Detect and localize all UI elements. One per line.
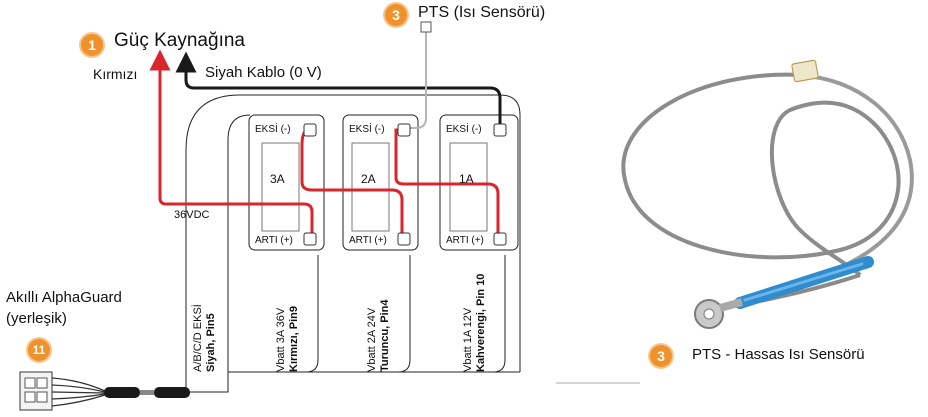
badge-alphaguard: 11 [28,339,50,361]
battery-3a-line2: Kırmızı, Pin9 [288,305,300,372]
battery-1a-pos: ARTI (+) [446,235,484,246]
battery-2a-pos: ARTI (+) [349,235,387,246]
lead-line-2a [397,255,411,373]
lead-line-3a [305,255,319,373]
battery-3a-line1: Vbatt 3A 36V [275,307,287,372]
battery-2a-neg: EKSİ (-) [349,124,385,135]
battery-3a-neg: EKSİ (-) [255,124,291,135]
red-wire-link-1 [300,128,404,237]
battery-3a-wire-label: Vbatt 3A 36V Kırmızı, Pin9 [275,306,301,372]
battery-1a-neg: EKSİ (-) [446,124,482,135]
cable-to-harness [190,371,520,393]
common-negative-label: A/B/C/D EKSİ Siyah, Pin5 [192,304,218,372]
cable-gray [140,390,154,395]
badge-pts-top: 3 [385,4,407,26]
badge-power: 1 [81,34,103,56]
red-wire-label: Kırmızı [93,66,138,82]
battery-2a-line1: Vbatt 2A 24V [366,307,378,372]
battery-2a-line2: Turuncu, Pin4 [379,299,391,372]
harness-outline-inner [227,114,251,372]
black-wire-label: Siyah Kablo (0 V) [205,64,322,81]
terminals [303,123,507,246]
alphaguard-connector [19,371,53,411]
battery-box-2a [342,114,419,251]
battery-1a-line1: Vbatt 1A 12V [462,307,474,372]
black-wire-main [175,51,502,128]
pts-lead [406,30,427,129]
battery-box-3a [248,114,325,251]
lead-line-1a [492,255,506,373]
common-line2: Siyah, Pin5 [205,313,217,372]
pts-bottom-title: PTS - Hassas Isı Sensörü [692,346,865,363]
cable-sleeve-2 [154,387,190,398]
red-wire-main [149,49,314,237]
pts-top-title: PTS (Isı Sensörü) [418,4,546,21]
red-wire-link-2 [394,128,500,237]
alphaguard-line1: Akıllı AlphaGuard [6,289,122,306]
harness-outline [185,94,521,395]
battery-3a-cap: 3A [270,172,285,186]
pts-plug-small [420,21,432,33]
alphaguard-line2: (yerleşik) [6,310,67,327]
power-title: Güç Kaynağına [114,30,245,51]
battery-2a-cap: 2A [361,172,376,186]
battery-3a-pos: ARTI (+) [255,235,293,246]
pts-sensor-image [621,59,914,329]
cable-sleeve-1 [104,387,140,398]
battery-2a-wire-label: Vbatt 2A 24V Turuncu, Pin4 [366,299,392,372]
battery-1a-line2: Kahverengi, Pin 10 [475,273,487,372]
common-line1: A/B/C/D EKSİ [192,304,204,372]
voltage-label: 36VDC [174,209,210,221]
badge-pts-bottom: 3 [650,345,672,367]
alphaguard-fanout [51,377,106,407]
battery-1a-wire-label: Vbatt 1A 12V Kahverengi, Pin 10 [462,274,488,372]
battery-1a-cap: 1A [459,172,474,186]
